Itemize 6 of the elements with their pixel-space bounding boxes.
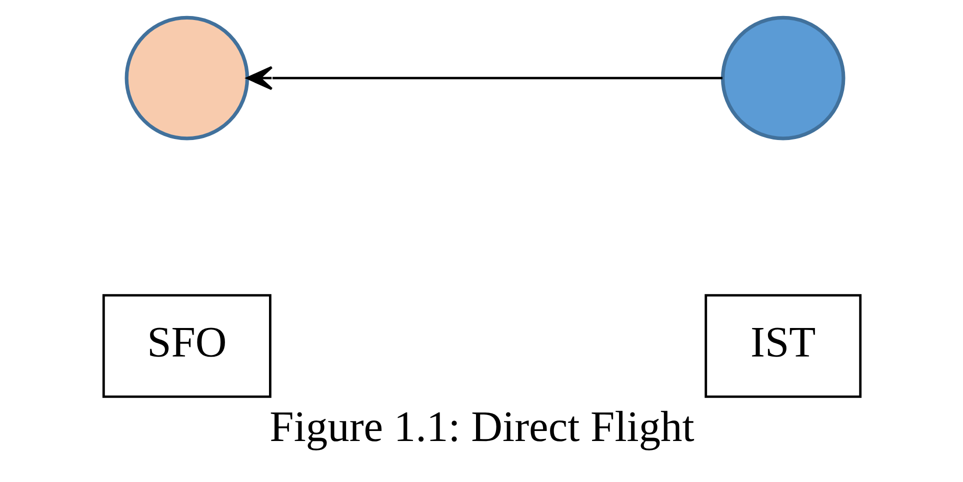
node-circle	[124, 16, 249, 140]
arrow	[246, 66, 722, 90]
node-box: SFO	[102, 294, 271, 398]
caption: Figure 1.1: Direct Flight	[269, 403, 694, 452]
node-circle	[720, 16, 845, 140]
node-box: IST	[704, 294, 862, 398]
